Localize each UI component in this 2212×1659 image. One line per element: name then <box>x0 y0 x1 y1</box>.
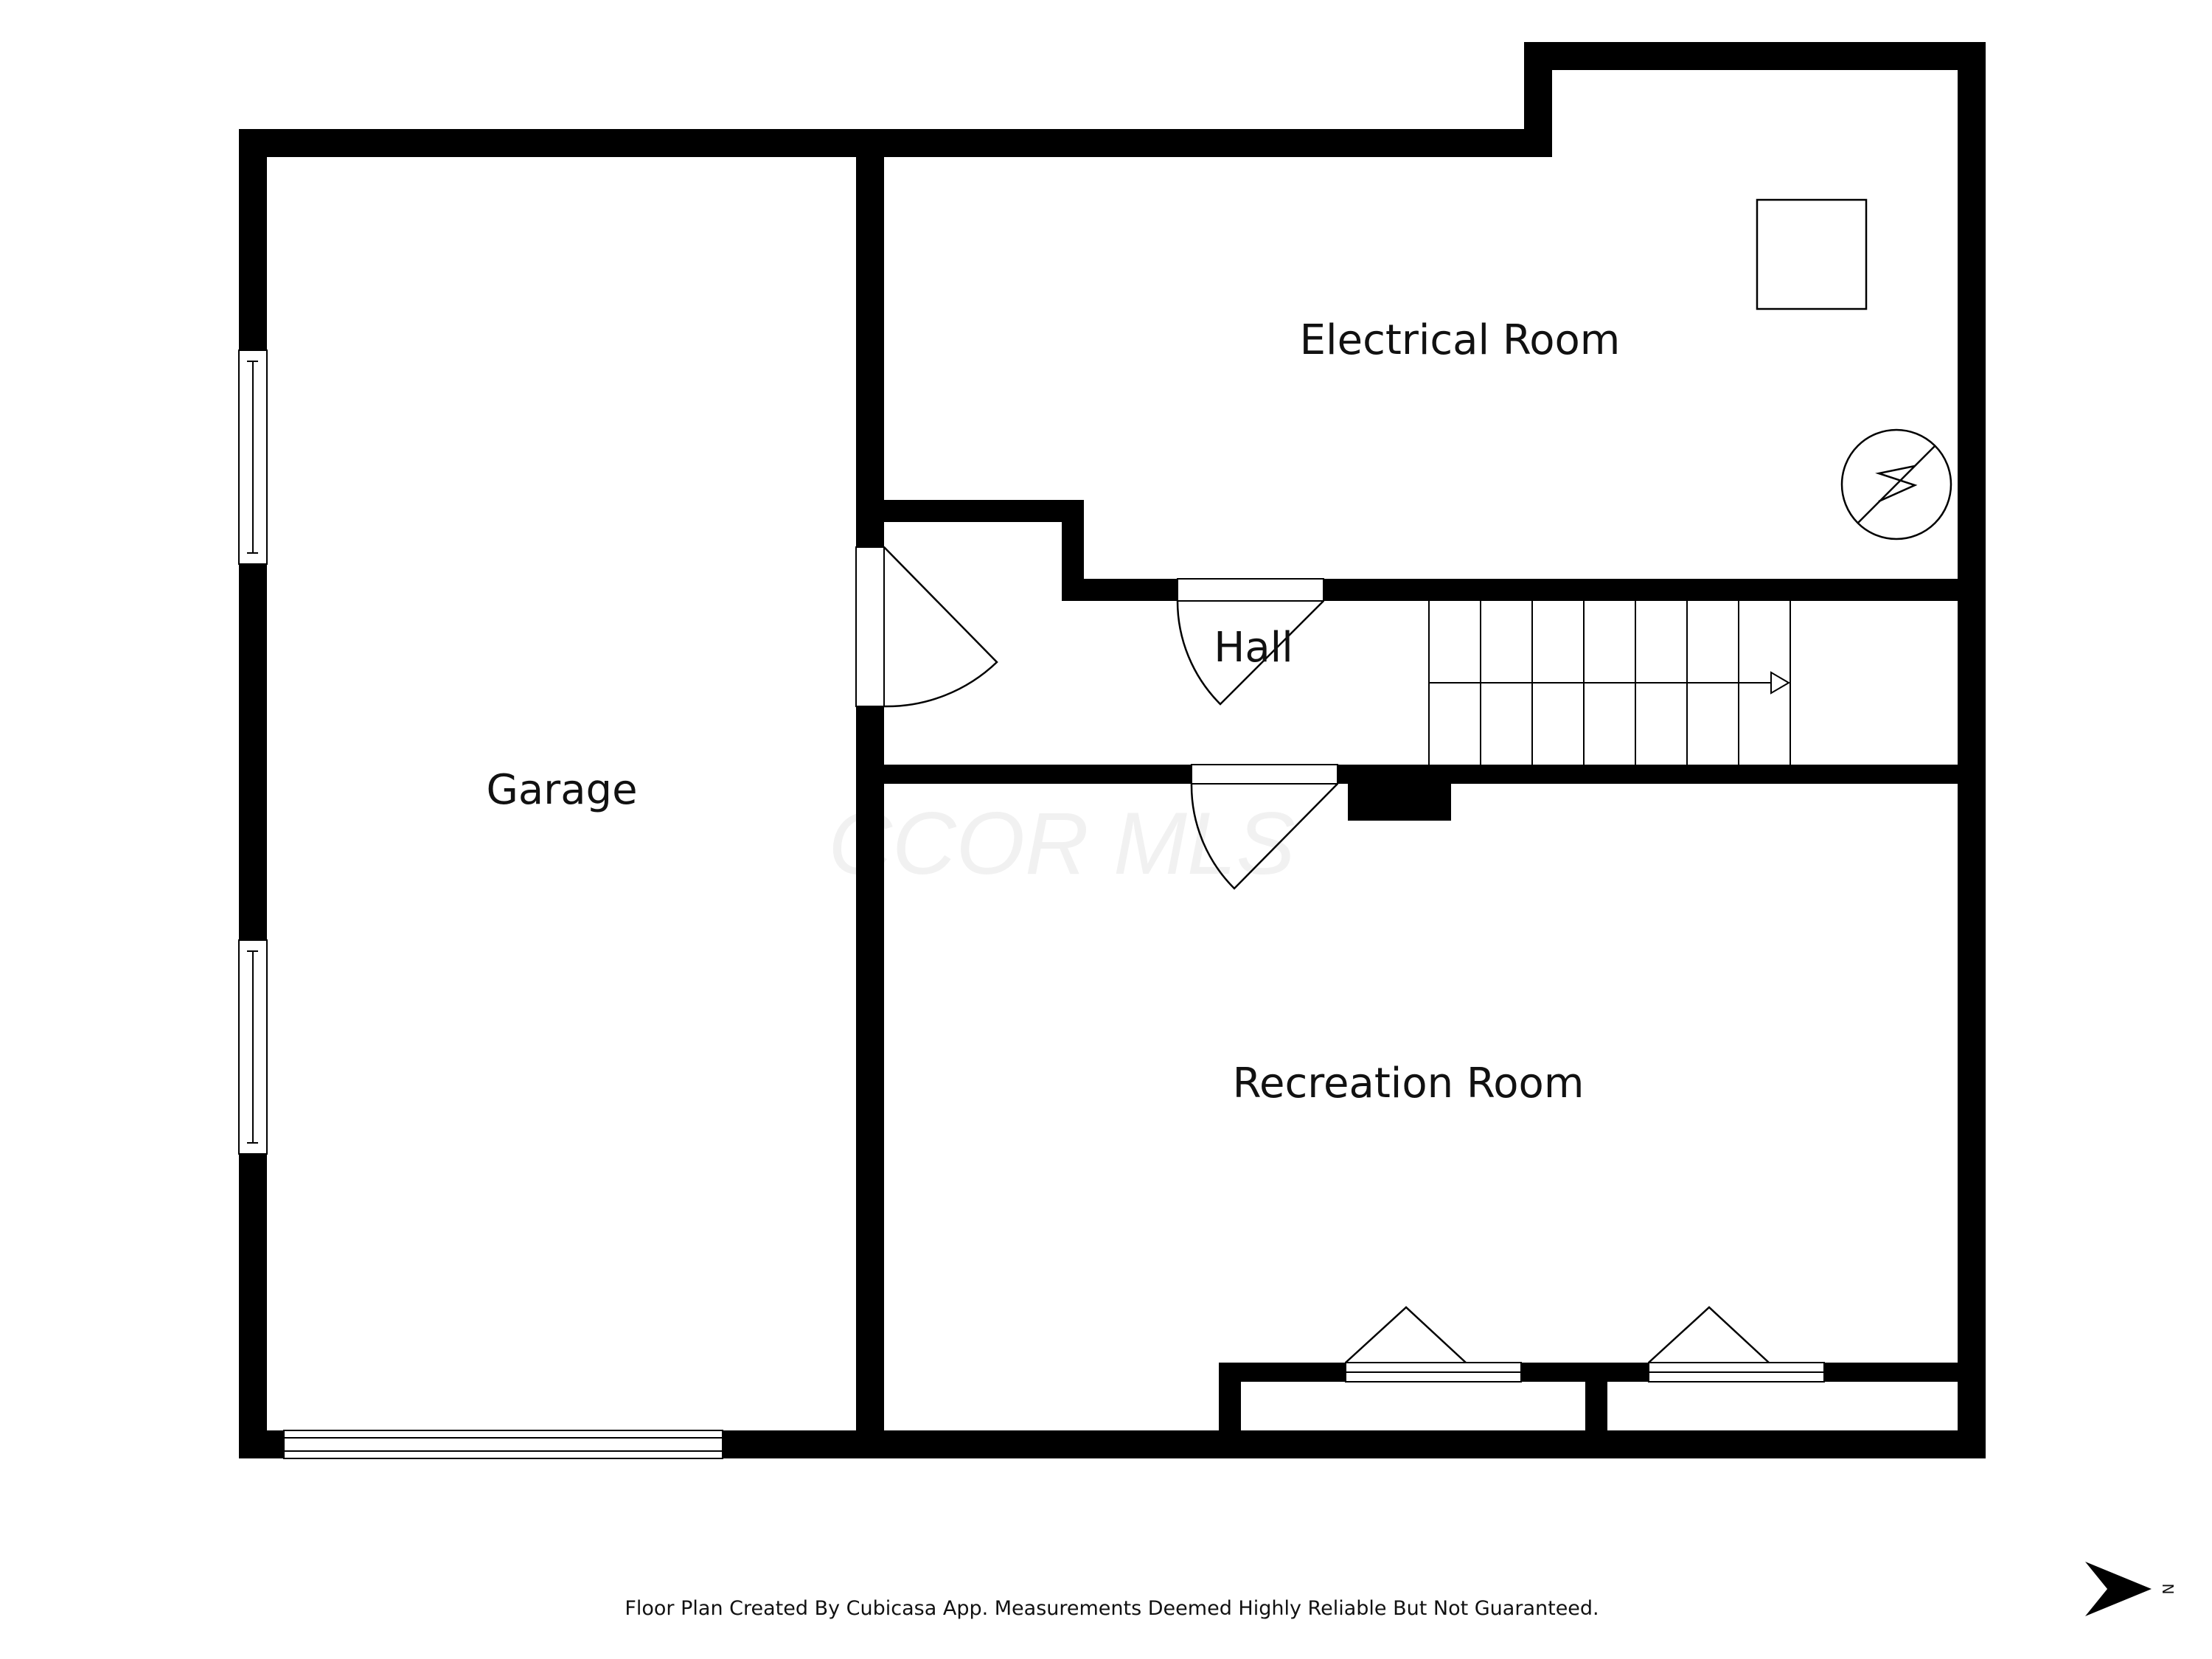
room-label-electrical: Electrical Room <box>1300 316 1621 364</box>
door-swing-electrical <box>1176 600 1324 706</box>
room-label-recreation: Recreation Room <box>1233 1060 1585 1107</box>
door-swings <box>883 546 1770 1363</box>
stairs <box>1428 601 1791 765</box>
water-heater-icon <box>1840 428 1952 540</box>
north-arrow-icon: N <box>2085 1562 2177 1616</box>
door-swing-garage-hall <box>883 546 998 708</box>
wall-right <box>1958 42 1986 1458</box>
walls <box>239 42 1986 1458</box>
chimney-block <box>1348 767 1451 821</box>
stairs-arrow-icon <box>1770 671 1790 695</box>
watermark: CCOR MLS <box>828 794 1295 893</box>
wall-hall-notch-top <box>856 500 1083 522</box>
compass-letter: N <box>2159 1584 2177 1595</box>
glazing-lines <box>247 361 1824 1452</box>
room-label-hall: Hall <box>1214 624 1293 672</box>
door-opening-recreation <box>1191 764 1338 785</box>
garage-door <box>283 1430 723 1459</box>
footer-disclaimer: Floor Plan Created By Cubicasa App. Meas… <box>625 1597 1599 1620</box>
wall-left <box>239 129 267 1458</box>
wall-closet-left <box>1219 1363 1241 1457</box>
door-opening-garage-hall <box>855 546 885 707</box>
door-opening-electrical <box>1177 578 1324 602</box>
door-swing-recreation <box>1190 783 1338 890</box>
wall-top-right <box>1524 42 1985 70</box>
panel-box <box>1756 198 1868 310</box>
closet-bifold-left <box>1345 1306 1467 1363</box>
wall-garage-divider <box>856 144 884 1458</box>
room-label-garage: Garage <box>486 766 637 814</box>
wall-closet-middle <box>1585 1363 1607 1457</box>
closet-bifold-right <box>1648 1306 1770 1363</box>
wall-top-left <box>239 129 1549 157</box>
